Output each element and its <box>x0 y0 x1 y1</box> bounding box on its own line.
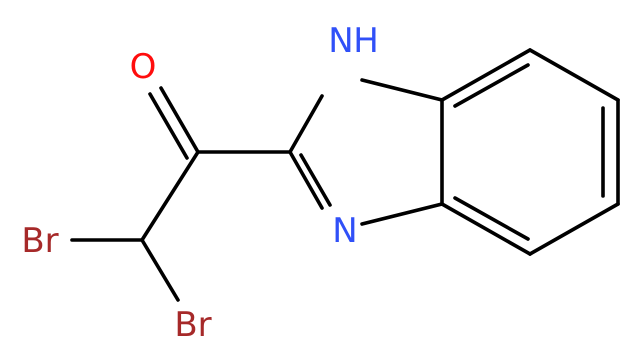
imine-n-label: N <box>332 211 357 251</box>
c-c-bond <box>140 150 200 242</box>
n-c3a-bond <box>360 202 444 226</box>
nh-h-label: H <box>353 21 379 61</box>
atom-labels: O H N N Br Br <box>21 21 378 345</box>
carbonyl-bond-1 <box>159 86 200 154</box>
c2-n-bond-2 <box>299 153 332 207</box>
nh-n-label: N <box>328 21 353 61</box>
oxygen-label: O <box>130 47 157 87</box>
benzene-inner-3 <box>453 196 530 241</box>
benzene-bond-5 <box>440 202 532 256</box>
br-left-label: Br <box>21 221 58 261</box>
c2-nh-bond <box>288 94 324 154</box>
benzene-bond-2 <box>528 48 620 102</box>
bonds <box>70 48 620 302</box>
benzene-bond-1 <box>440 48 532 102</box>
c-br-bottom-bond <box>140 238 180 302</box>
nh-c7a-bond <box>360 78 444 102</box>
benzene-inner-1 <box>453 63 530 108</box>
c2-n-bond-1 <box>288 150 324 210</box>
carbonyl-bond-2 <box>148 92 189 160</box>
benzene-bond-4 <box>528 202 620 256</box>
br-bottom-label: Br <box>174 305 211 345</box>
